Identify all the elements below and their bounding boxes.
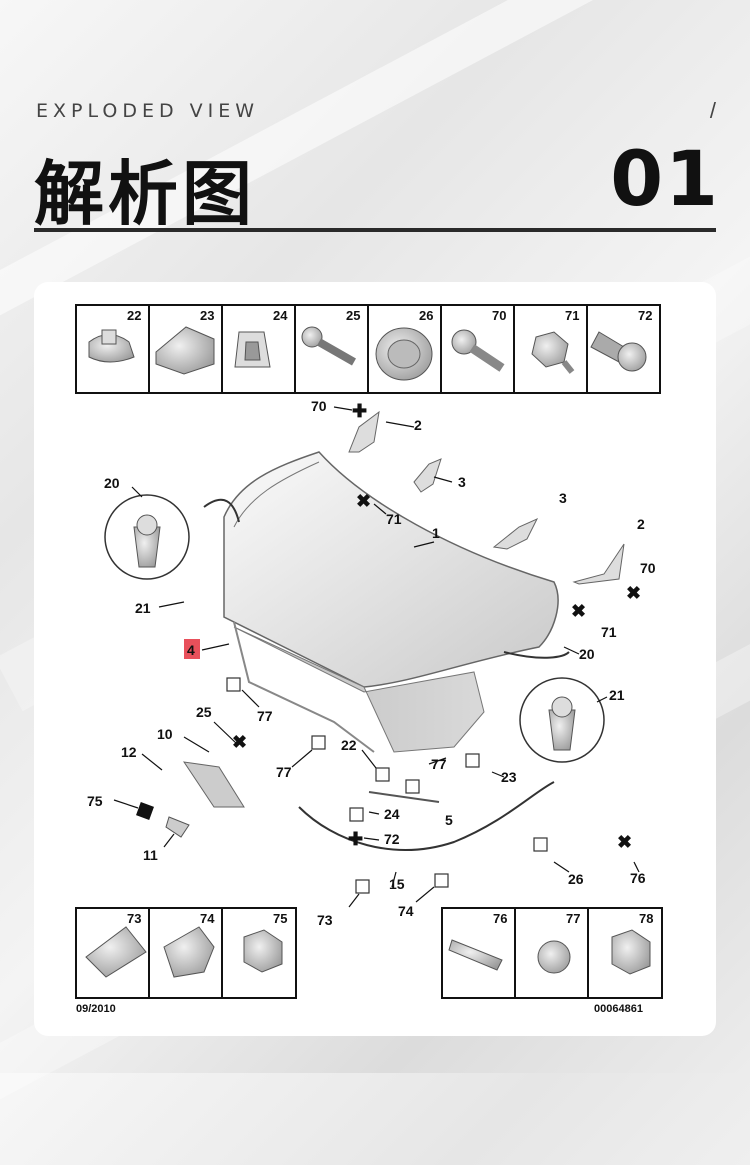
- callout-label: 70: [640, 560, 656, 576]
- part-number: 77: [566, 911, 580, 926]
- bolt-part-icon: [451, 329, 505, 372]
- callout-label: 2: [637, 516, 645, 532]
- eyebrow-label: EXPLODED VIEW: [36, 100, 260, 122]
- callout-label: 77: [276, 764, 292, 780]
- callout-labels: 70 2 3 71 20 1 3 2 70 71 21 4 20 21 25 7…: [87, 398, 656, 928]
- svg-text:✖: ✖: [356, 491, 371, 511]
- spring-clip-icon: [234, 331, 271, 368]
- hood-assembly: [182, 410, 625, 851]
- retainer-icon: [163, 926, 215, 978]
- part-number: 22: [127, 308, 141, 323]
- push-rivet-icon: [537, 940, 571, 974]
- clip-part-icon: [165, 816, 190, 838]
- pan-screw-icon: [590, 331, 647, 372]
- svg-text:✚: ✚: [348, 829, 363, 849]
- svg-text:✖: ✖: [626, 583, 641, 603]
- callout-label: 74: [398, 903, 414, 919]
- clip-detail-right: [519, 677, 605, 763]
- svg-text:✚: ✚: [352, 401, 367, 421]
- callout-label: 4: [187, 642, 195, 658]
- exploded-diagram: 22 23 24 25 26 70 71 72: [75, 304, 663, 1015]
- callout-label: 71: [601, 624, 617, 640]
- bracket-part-icon: [155, 326, 215, 375]
- highlight-marker: [184, 639, 200, 659]
- clip-part-icon: [88, 329, 135, 363]
- parts-table-bottom-left: 73 74 75: [75, 907, 297, 999]
- leader-lines: [113, 406, 640, 908]
- long-bolt-icon: [448, 939, 503, 971]
- header-divider: [34, 228, 716, 232]
- callout-label: 11: [143, 847, 158, 863]
- callout-label: 71: [386, 511, 402, 527]
- callout-label: 77: [431, 756, 447, 772]
- callout-label: 15: [389, 876, 405, 892]
- hex-screw-icon: [531, 331, 575, 374]
- clip-plate-icon: [85, 926, 147, 978]
- part-number: 26: [419, 308, 433, 323]
- callout-label: 21: [609, 687, 625, 703]
- callout-label: 70: [311, 398, 327, 414]
- diagram-code: 00064861: [594, 1003, 643, 1015]
- callout-label: 3: [458, 474, 466, 490]
- callout-label: 23: [501, 769, 517, 785]
- part-number: 72: [638, 308, 652, 323]
- callout-label: 20: [104, 475, 120, 491]
- parts-table-top: 22 23 24 25 26 70 71 72: [75, 304, 661, 394]
- callout-label: 1: [432, 525, 440, 541]
- part-number: 25: [346, 308, 360, 323]
- svg-text:✖: ✖: [617, 832, 632, 852]
- callout-label: 2: [414, 417, 422, 433]
- callout-label: 20: [579, 646, 595, 662]
- callout-boxes: [226, 677, 548, 894]
- part-number: 71: [565, 308, 579, 323]
- page-title: 解析图: [34, 153, 256, 235]
- callout-label: 3: [559, 490, 567, 506]
- flange-nut-icon: [243, 929, 283, 973]
- callout-label: 73: [317, 912, 333, 928]
- callout-label: 75: [87, 793, 103, 809]
- part-number: 76: [493, 911, 507, 926]
- part-number: 70: [492, 308, 506, 323]
- section-number: 01: [610, 134, 720, 223]
- callout-label: 10: [157, 726, 173, 742]
- callout-label: 24: [384, 806, 400, 822]
- callout-label: 72: [384, 831, 400, 847]
- part-number: 78: [639, 911, 653, 926]
- part-number: 24: [273, 308, 288, 323]
- stud-part-icon: [301, 326, 356, 366]
- parts-table-bottom-right: 76 77 78: [441, 907, 663, 999]
- callout-label: 5: [445, 812, 453, 828]
- hex-nut-icon: [611, 929, 651, 975]
- callout-label: 76: [630, 870, 646, 886]
- fastener-markers: ✚ ✖ ✖ ✖ ✖ ✚ ✖: [232, 401, 641, 852]
- svg-text:✖: ✖: [571, 601, 586, 621]
- grommet-part-icon: [375, 327, 433, 381]
- callout-label: 77: [257, 708, 273, 724]
- nut-part-icon: [136, 802, 154, 820]
- callout-label: 22: [341, 737, 357, 753]
- slash-mark: /: [709, 98, 716, 123]
- callout-label: 12: [121, 744, 137, 760]
- callout-label: 25: [196, 704, 212, 720]
- part-number: 23: [200, 308, 214, 323]
- callout-label: 21: [135, 600, 151, 616]
- diagram-date: 09/2010: [76, 1003, 116, 1015]
- svg-text:✖: ✖: [232, 732, 247, 752]
- callout-label: 26: [568, 871, 584, 887]
- part-number: 75: [273, 911, 287, 926]
- part-number: 73: [127, 911, 141, 926]
- clip-detail-left: [104, 494, 190, 580]
- part-number: 74: [200, 911, 215, 926]
